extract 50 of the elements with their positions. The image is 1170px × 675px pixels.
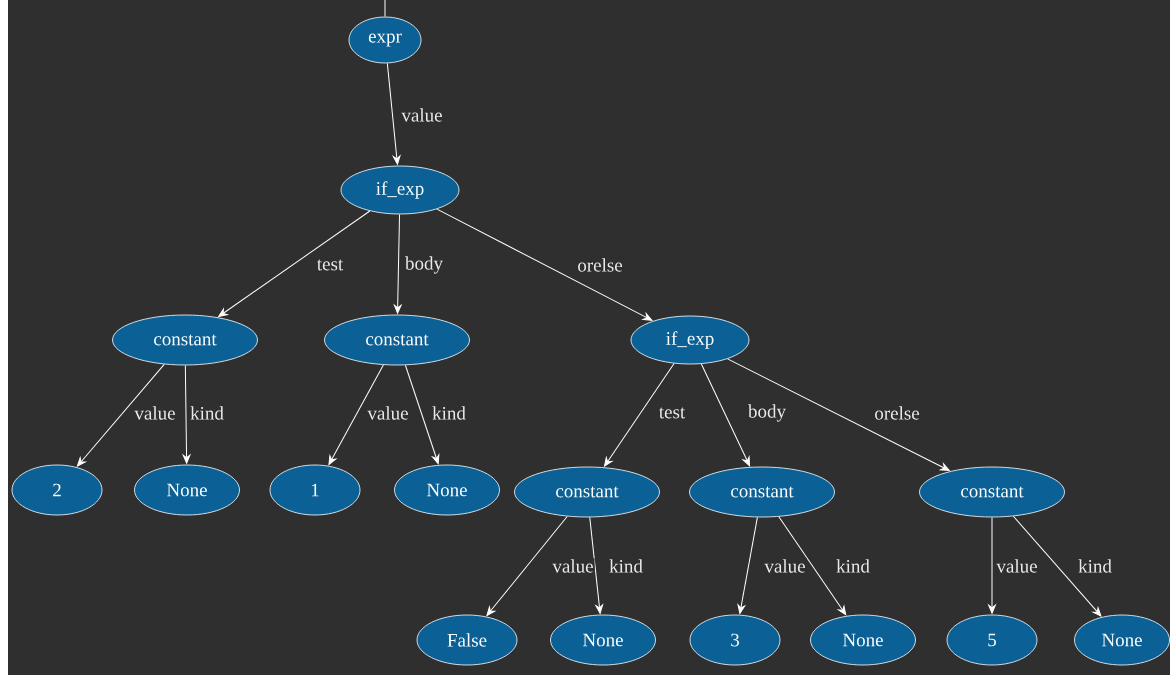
tree-node: constant bbox=[919, 466, 1065, 518]
arrow bbox=[1012, 515, 1102, 617]
tree-node: 1 bbox=[269, 464, 361, 516]
arrow bbox=[604, 363, 675, 467]
edge-label: value bbox=[763, 558, 807, 574]
edge-label: kind bbox=[431, 405, 467, 421]
edge-label: value bbox=[366, 405, 410, 421]
tree-node: None bbox=[810, 614, 916, 666]
edge-label: value bbox=[995, 558, 1039, 574]
edge-label: orelse bbox=[576, 257, 624, 273]
edge-label: body bbox=[404, 255, 444, 275]
arrow bbox=[988, 516, 996, 614]
edge-label: orelse bbox=[873, 405, 921, 421]
edge-label: body bbox=[747, 403, 787, 423]
edge-label: value bbox=[133, 405, 177, 421]
tree-node: if_exp bbox=[340, 165, 460, 215]
edge-label: kind bbox=[189, 405, 225, 421]
tree-node: None bbox=[1074, 614, 1170, 666]
edge-label: value bbox=[551, 558, 595, 574]
arrow bbox=[737, 516, 758, 614]
tree-node: 5 bbox=[946, 614, 1038, 666]
arrow bbox=[76, 363, 165, 467]
tree-node: False bbox=[416, 614, 518, 666]
edge-label: kind bbox=[1077, 558, 1113, 574]
arrow bbox=[182, 364, 191, 464]
tree-node: None bbox=[550, 614, 656, 666]
arrow bbox=[589, 516, 604, 614]
arrow bbox=[436, 208, 653, 321]
arrow bbox=[218, 210, 371, 318]
arrow bbox=[404, 364, 440, 465]
tree-node: expr bbox=[348, 16, 422, 64]
edge-label: kind bbox=[608, 558, 644, 574]
arrow bbox=[700, 363, 751, 467]
arrow bbox=[778, 516, 847, 616]
tree-node: constant bbox=[324, 314, 470, 366]
tree-node: 2 bbox=[11, 464, 103, 516]
arrow bbox=[486, 515, 568, 616]
tree-node: None bbox=[394, 464, 500, 516]
edge-label: kind bbox=[835, 558, 871, 574]
arrow bbox=[393, 213, 402, 314]
edge-label: value bbox=[400, 107, 444, 123]
tree-node: 3 bbox=[689, 614, 781, 666]
arrow bbox=[328, 364, 384, 466]
tree-node: if_exp bbox=[630, 315, 750, 365]
arrow bbox=[727, 358, 950, 472]
tree-node: constant bbox=[689, 466, 835, 518]
tree-node: constant bbox=[514, 466, 660, 518]
tree-node: None bbox=[134, 464, 240, 516]
arrow bbox=[386, 62, 401, 165]
tree-node: constant bbox=[112, 314, 258, 366]
